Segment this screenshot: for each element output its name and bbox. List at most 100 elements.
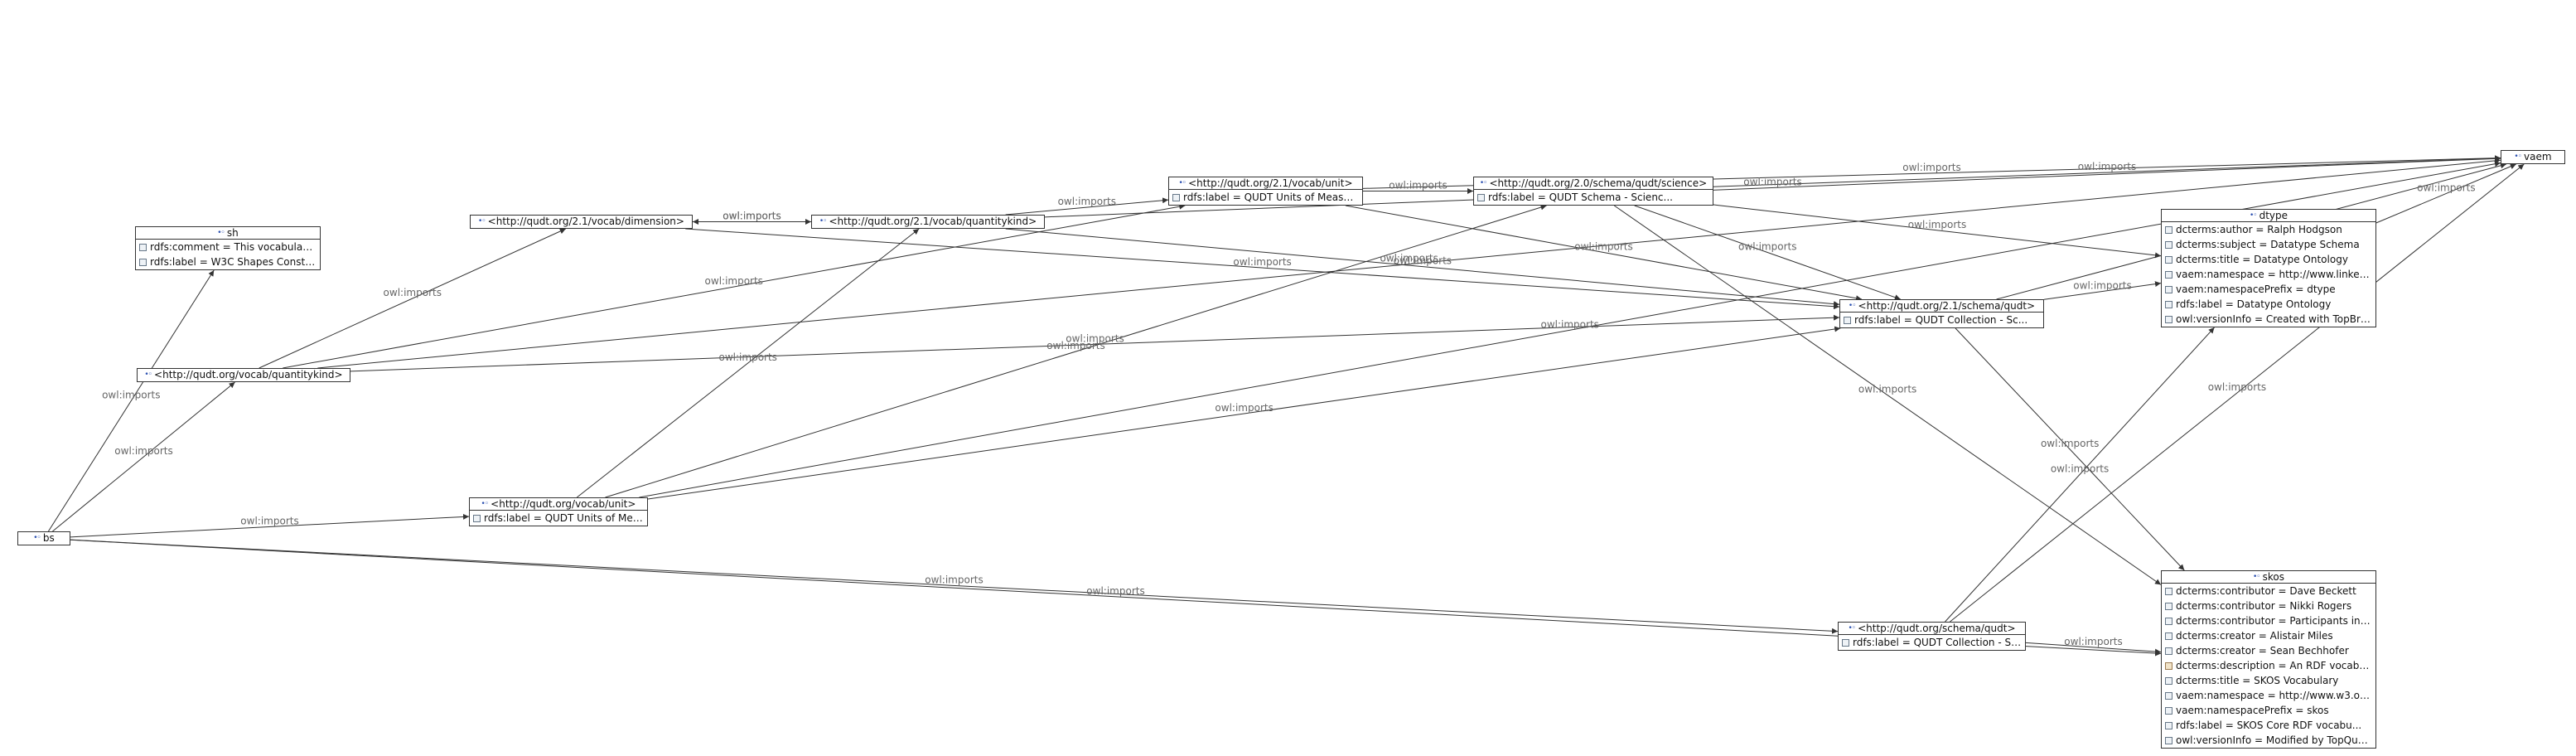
property-row: rdfs:label = QUDT Schema - Scienc...	[1474, 190, 1713, 205]
edge-unit21-to-schemaqudt21	[1345, 205, 1863, 302]
property-row: rdfs:label = QUDT Units of Measur...	[1169, 190, 1362, 205]
property-row: vaem:namespace = http://www.linkedmod...	[2162, 267, 2375, 282]
property-row: rdfs:label = QUDT Collection - Sc...	[1840, 313, 2043, 327]
node-title: sh	[226, 227, 239, 239]
edge-schemaqudt-to-vaem	[1950, 163, 2525, 623]
resource-node-icon: •◦	[1178, 178, 1187, 187]
node-vaem[interactable]: •◦vaem	[2501, 150, 2565, 164]
property-row: dcterms:title = Datatype Ontology	[2162, 252, 2375, 267]
property-row: owl:versionInfo = Modified by TopQuadr..…	[2162, 733, 2375, 748]
resource-node-icon: •◦	[1848, 623, 1856, 632]
resource-node-icon: •◦	[2249, 211, 2258, 220]
edge-quantitykind21-to-vaem	[1044, 155, 2501, 218]
edge-unit-to-quantitykind21	[576, 228, 920, 498]
node-sh[interactable]: •◦sh rdfs:comment = This vocabulary d...…	[135, 226, 321, 270]
edge-label: owl:imports	[1086, 585, 1144, 597]
node-title: <http://qudt.org/vocab/unit>	[491, 498, 636, 510]
edge-quantitykind21-to-schemaqudt21	[1005, 228, 1840, 308]
resource-node-icon: •◦	[2514, 153, 2522, 161]
resource-node-icon: •◦	[819, 217, 828, 225]
property-table-icon	[1844, 316, 1851, 324]
node-bs[interactable]: •◦bs	[17, 531, 70, 545]
property-table-icon	[2165, 632, 2172, 640]
edge-quantitykind-to-dimension	[259, 228, 566, 369]
edge-label: owl:imports	[1541, 318, 1599, 330]
edge-label: owl:imports	[2041, 438, 2099, 449]
edge-label: owl:imports	[2208, 381, 2266, 393]
edge-label: owl:imports	[1908, 219, 1966, 230]
property-table-icon	[2165, 662, 2172, 670]
edge-label: owl:imports	[723, 211, 781, 222]
property-table-icon	[2165, 691, 2172, 700]
edge-science-to-dtype	[1713, 204, 2162, 259]
node-qudt-2-1-schema-qudt[interactable]: •◦<http://qudt.org/2.1/schema/qudt> rdfs…	[1839, 299, 2044, 328]
node-skos[interactable]: •◦skos dcterms:contributor = Dave Becket…	[2161, 570, 2376, 749]
edge-label: owl:imports	[1738, 241, 1796, 253]
property-row: dcterms:contributor = Nikki Rogers	[2162, 598, 2375, 613]
edge-label: owl:imports	[1046, 340, 1104, 351]
node-title: <http://qudt.org/2.0/schema/qudt/science…	[1489, 177, 1708, 189]
edge-label: owl:imports	[102, 390, 160, 401]
edge-science-to-schemaqudt21	[1634, 205, 1901, 300]
property-table-icon	[2165, 255, 2172, 264]
edge-quantitykind21-to-unit21	[1005, 197, 1169, 216]
edge-schemaqudt21-to-skos	[1955, 327, 2185, 571]
property-table-icon	[139, 258, 147, 266]
edge-schemaqudt-to-skos	[2025, 642, 2162, 655]
property-row: rdfs:label = Datatype Ontology	[2162, 297, 2375, 312]
edge-label: owl:imports	[1233, 256, 1291, 268]
node-dtype[interactable]: •◦dtype dcterms:author = Ralph Hodgson d…	[2161, 209, 2376, 327]
node-qudt-2-1-vocab-dimension[interactable]: •◦<http://qudt.org/2.1/vocab/dimension>	[470, 215, 693, 229]
node-title: <http://qudt.org/2.1/vocab/quantitykind>	[829, 216, 1037, 227]
edge-label: owl:imports	[1902, 162, 1960, 173]
property-table-icon	[2165, 315, 2172, 323]
property-table-icon	[2165, 647, 2172, 655]
property-table-icon	[2165, 721, 2172, 729]
resource-node-icon: •◦	[478, 217, 486, 225]
edge-label: owl:imports	[2073, 279, 2131, 291]
property-table-icon	[1477, 193, 1485, 201]
edge-label: owl:imports	[384, 287, 442, 298]
node-qudt-2-1-vocab-quantitykind[interactable]: •◦<http://qudt.org/2.1/vocab/quantitykin…	[811, 215, 1045, 229]
edge-label: owl:imports	[1389, 180, 1447, 191]
node-qudt-vocab-quantitykind[interactable]: •◦<http://qudt.org/vocab/quantitykind>	[137, 368, 350, 382]
edge-label: owl:imports	[240, 515, 298, 526]
edge-bs-to-quantitykind	[52, 381, 235, 532]
edge-dimension-to-schemaqudt21	[685, 228, 1840, 310]
property-table-icon	[139, 243, 147, 251]
edge-label: owl:imports	[1066, 332, 1124, 344]
edge-label: owl:imports	[719, 351, 777, 363]
node-qudt-vocab-unit[interactable]: •◦<http://qudt.org/vocab/unit> rdfs:labe…	[469, 497, 648, 526]
node-title: <http://qudt.org/2.1/vocab/dimension>	[487, 216, 684, 227]
node-qudt-schema-qudt[interactable]: •◦<http://qudt.org/schema/qudt> rdfs:lab…	[1838, 622, 2026, 651]
edge-label: owl:imports	[2064, 636, 2122, 647]
edge-quantitykind-to-unit21	[283, 203, 1186, 369]
node-title: skos	[2262, 571, 2284, 583]
property-table-icon	[2165, 225, 2172, 234]
resource-node-icon: •◦	[1848, 301, 1857, 310]
property-row: dcterms:contributor = Participants in W3…	[2162, 613, 2375, 628]
edge-label: owl:imports	[2051, 463, 2109, 475]
edge-label: owl:imports	[925, 574, 983, 585]
edge-label: owl:imports	[1380, 253, 1438, 264]
node-qudt-2-0-schema-qudt-science[interactable]: •◦<http://qudt.org/2.0/schema/qudt/scien…	[1473, 177, 1713, 206]
property-table-icon	[2165, 617, 2172, 625]
edge-bs-to-sh	[47, 269, 215, 532]
property-row: rdfs:label = QUDT Units of Measur...	[470, 511, 647, 526]
property-table-icon	[2165, 285, 2172, 293]
edge-schemaqudt-to-dtype	[1945, 327, 2215, 623]
property-table-icon	[2165, 676, 2172, 685]
property-row: dcterms:subject = Datatype Schema	[2162, 237, 2375, 252]
property-table-icon	[2165, 587, 2172, 595]
property-table-icon	[2165, 240, 2172, 249]
edge-label: owl:imports	[1215, 402, 1273, 414]
node-title: <http://qudt.org/vocab/quantitykind>	[154, 369, 343, 380]
property-row: owl:versionInfo = Created with TopBrai..…	[2162, 312, 2375, 327]
property-row: vaem:namespacePrefix = skos	[2162, 703, 2375, 718]
edge-unit-to-schemaqudt21	[647, 326, 1841, 500]
resource-node-icon: •◦	[144, 371, 152, 379]
edge-label: owl:imports	[705, 275, 763, 287]
node-qudt-2-1-vocab-unit[interactable]: •◦<http://qudt.org/2.1/vocab/unit> rdfs:…	[1168, 177, 1363, 206]
edge-quantitykind-to-vaem	[317, 158, 2501, 369]
